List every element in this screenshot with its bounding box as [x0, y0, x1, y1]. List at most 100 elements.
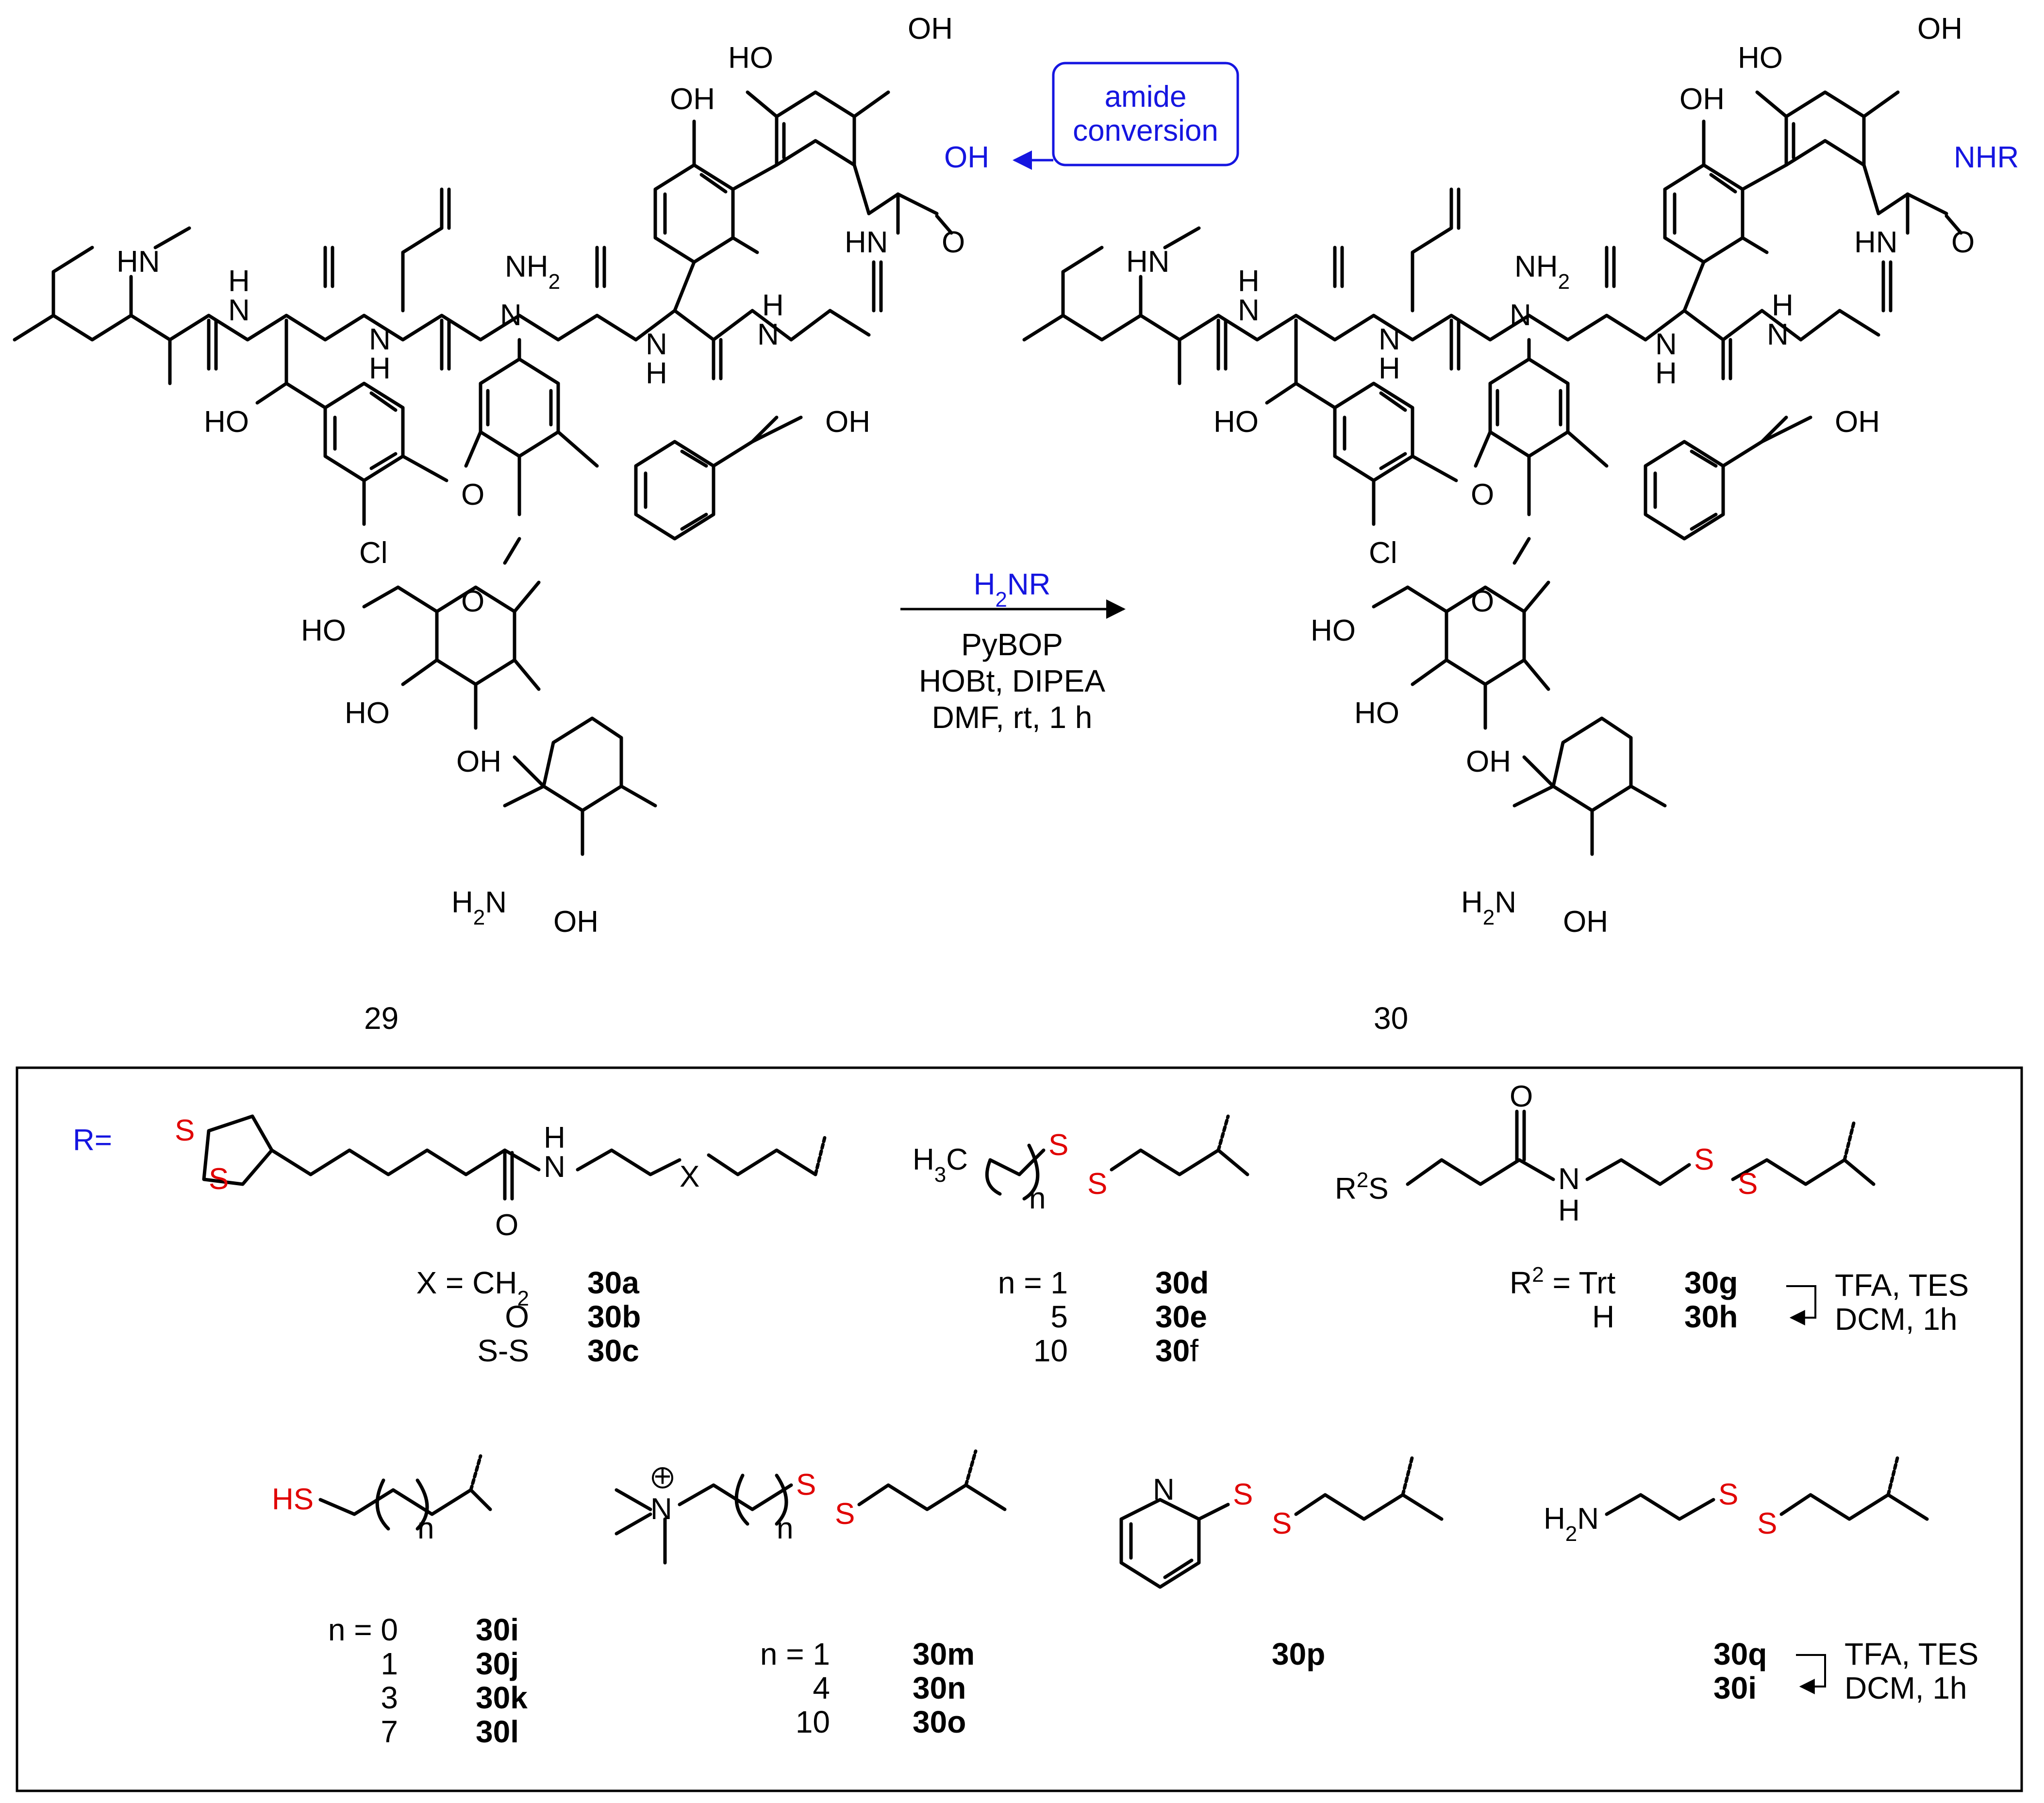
variant-x-ss: S-S — [477, 1333, 529, 1368]
atom-carbonyl-o: O — [942, 226, 965, 259]
atom-s1: S — [1048, 1128, 1068, 1162]
atom-n2-h: H — [1379, 352, 1400, 385]
atom-sugar-o: O — [461, 585, 484, 618]
atom-sugar-ho: HO — [301, 614, 346, 647]
atom-n4: N — [1655, 328, 1677, 361]
atom-n5-h: H — [1772, 289, 1794, 322]
atom-amide-nhr: NHR — [1954, 141, 2019, 174]
charge-circle — [652, 1467, 673, 1489]
atom-benzylic-ho: HO — [1213, 405, 1259, 439]
atom-s2: S — [835, 1497, 855, 1531]
atom-n-h: H — [544, 1121, 565, 1155]
atom-nh-methyl: HN — [1126, 245, 1170, 279]
atom-n-h: H — [1558, 1194, 1580, 1227]
deprotection-line1: TFA, TES — [1835, 1268, 1969, 1303]
compound-30n: 30n — [913, 1671, 966, 1705]
atom-h3c: H3C — [913, 1143, 968, 1187]
variant-n1: n = 1 — [998, 1265, 1068, 1300]
condition-3: DMF, rt, 1 h — [932, 700, 1093, 735]
atom-n: N — [1558, 1162, 1580, 1196]
variant-n0: n = 0 — [328, 1612, 398, 1647]
condition-2: HOBt, DIPEA — [919, 663, 1105, 698]
atom-benzylic-oh: OH — [825, 405, 870, 439]
atom-n5: N — [1767, 318, 1789, 351]
starting-material-29: HO OH OH OH O HN N H N H N N H N H HN NH… — [15, 12, 989, 1036]
atom-n3: N — [1510, 298, 1531, 332]
atom-n5: N — [757, 318, 779, 351]
atom-s2: S — [1757, 1507, 1777, 1540]
atom-ho: HO — [728, 41, 773, 75]
atom-ether-o: O — [461, 478, 484, 512]
atom-hs: HS — [272, 1483, 314, 1516]
compound-30q: 30q — [1713, 1637, 1767, 1671]
variant-x-o: O — [505, 1299, 529, 1334]
atom-n4: N — [646, 328, 667, 361]
atom-sugar-o: O — [1471, 585, 1494, 618]
annotation-box — [1052, 62, 1239, 166]
atom-n-index: n — [417, 1512, 434, 1545]
deprotection-arrow — [1786, 1285, 1816, 1325]
atom-n4-h: H — [1655, 357, 1677, 390]
variant-n7: 7 — [381, 1714, 398, 1749]
variant-n10: 10 — [796, 1704, 830, 1739]
atom-nh2-amide: NH2 — [1514, 250, 1570, 294]
atom-sugar-oh1: HO — [345, 696, 390, 730]
r-group-30p: N S S 30p — [1119, 1454, 1444, 1671]
variant-n10: 10 — [1033, 1333, 1068, 1368]
variant-n4: 4 — [813, 1671, 830, 1705]
atom-s2: S — [1087, 1167, 1107, 1201]
r-group-30d-f: H3C n S S n = 1 5 10 30d 30e 30f — [913, 1114, 1249, 1368]
atom-o: O — [1510, 1080, 1533, 1113]
atom-cl: Cl — [359, 536, 388, 570]
atom-sugar-ho: HO — [1311, 614, 1356, 647]
compound-30i-from-q: 30i — [1713, 1671, 1757, 1705]
atom-s2: S — [209, 1162, 229, 1196]
compound-30e: 30e — [1155, 1299, 1207, 1334]
r-group-table: R= S S N H O X X = CH2 O S-S 30a 30b 30c — [16, 1066, 2023, 1792]
compound-30p: 30p — [1272, 1637, 1325, 1671]
atom-sugar-oh2: OH — [1466, 745, 1511, 778]
deprotection-line2: DCM, 1h — [1835, 1302, 1958, 1337]
annotation-line2: conversion — [1073, 114, 1218, 148]
amide-conversion-callout: amide conversion — [1013, 62, 1239, 170]
atom-phenol-oh: OH — [1679, 83, 1725, 116]
condition-1: PyBOP — [961, 627, 1063, 662]
compound-30i: 30i — [476, 1612, 519, 1647]
atom-sugar-oh1: HO — [1354, 696, 1399, 730]
compound-30b: 30b — [587, 1299, 641, 1334]
compound-30c: 30c — [587, 1333, 639, 1368]
atom-amine: H2N — [1461, 886, 1516, 929]
atom-benzylic-oh: OH — [1835, 405, 1880, 439]
variant-n3: 3 — [381, 1680, 398, 1715]
reagent-h2nr: H2NR — [974, 568, 1051, 612]
atom-s2: S — [1272, 1507, 1292, 1540]
compound-30d: 30d — [1155, 1265, 1209, 1300]
atom-charge: + — [654, 1460, 671, 1493]
atom-n: N — [544, 1150, 565, 1184]
annotation-line1: amide — [1105, 80, 1187, 114]
atom-benzylic-ho: HO — [204, 405, 249, 439]
atom-n-plus: N — [650, 1492, 672, 1526]
atom-n3: N — [500, 298, 522, 332]
atom-n1-h: H — [1238, 265, 1260, 298]
r-group-box — [16, 1066, 2023, 1792]
atom-sugar-oh2: OH — [456, 745, 501, 778]
r-label: R= — [73, 1124, 112, 1157]
atom-carbonyl-o: O — [1951, 226, 1975, 259]
compound-30o: 30o — [913, 1704, 966, 1739]
product-30: HO OH OH NHR O HN N H N H N N H N H HN N… — [1024, 12, 2019, 1036]
atom-s1: S — [1694, 1143, 1714, 1176]
atom-n2: N — [369, 323, 391, 356]
atom-oh: OH — [1917, 12, 1962, 46]
atom-sugar2-oh: OH — [553, 905, 598, 939]
atom-acid-oh: OH — [944, 141, 989, 174]
atom-nh2-amide: NH2 — [505, 250, 560, 294]
compound-30l: 30l — [476, 1714, 519, 1749]
atom-n5-h: H — [762, 289, 784, 322]
variant-n1: n = 1 — [760, 1637, 830, 1671]
atom-n4-h: H — [646, 357, 667, 390]
atom-n2: N — [1379, 323, 1400, 356]
atom-n-ring: N — [1153, 1473, 1175, 1506]
atom-nh6: HN — [845, 226, 888, 259]
atom-n1: N — [1238, 294, 1260, 327]
